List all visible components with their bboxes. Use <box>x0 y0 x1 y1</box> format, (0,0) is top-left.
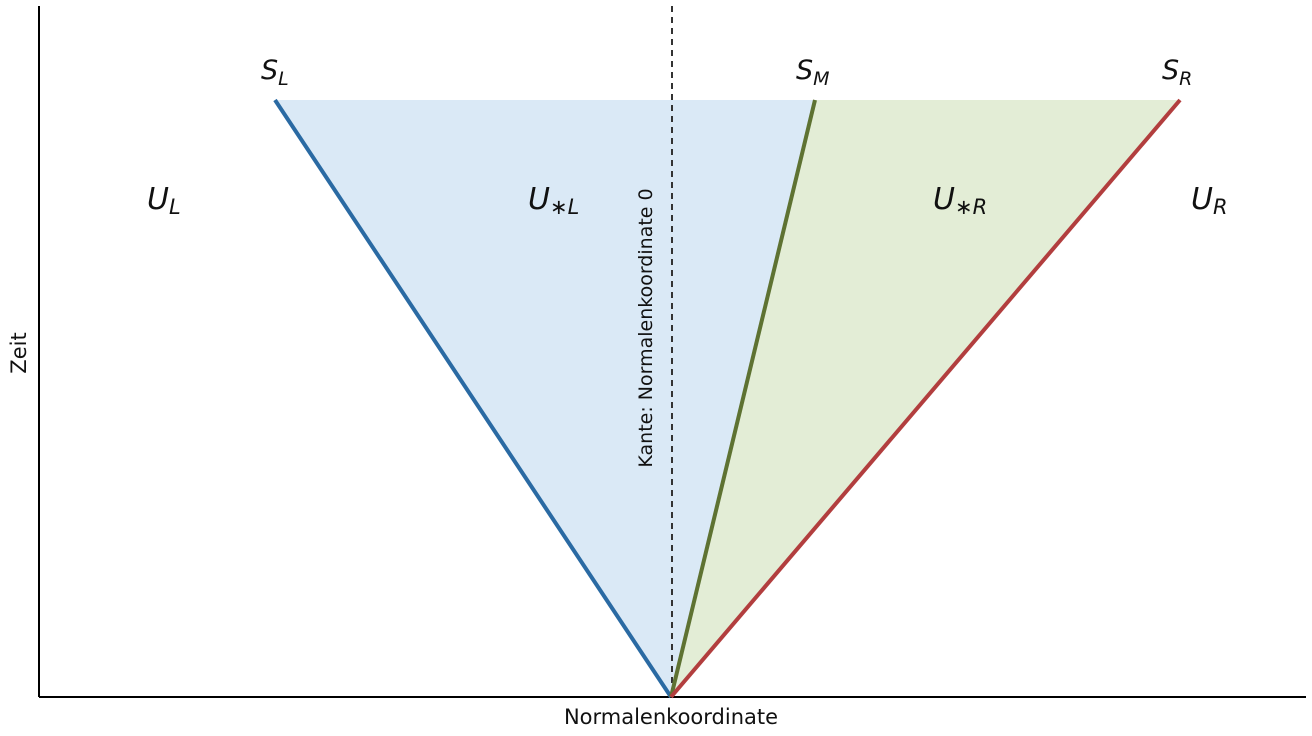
y-axis-label: Zeit <box>7 332 31 373</box>
wave-label-right: SR <box>1162 55 1192 90</box>
star-left-region <box>275 100 815 697</box>
state-label-u-star-r: U∗R <box>933 182 987 219</box>
x-axis-label: Normalenkoordinate <box>564 705 778 729</box>
edge-label: Kante: Normalenkoordinate 0 <box>635 188 657 467</box>
wave-label-middle: SM <box>796 55 830 90</box>
wave-label-left: SL <box>261 55 289 90</box>
wave-line-middle <box>669 99 817 698</box>
state-label-u-l: UL <box>147 182 181 219</box>
wave-line-right <box>669 98 1182 699</box>
wave-line-left <box>273 98 673 699</box>
state-label-u-r: UR <box>1191 182 1228 219</box>
state-label-u-star-l: U∗L <box>528 182 579 219</box>
